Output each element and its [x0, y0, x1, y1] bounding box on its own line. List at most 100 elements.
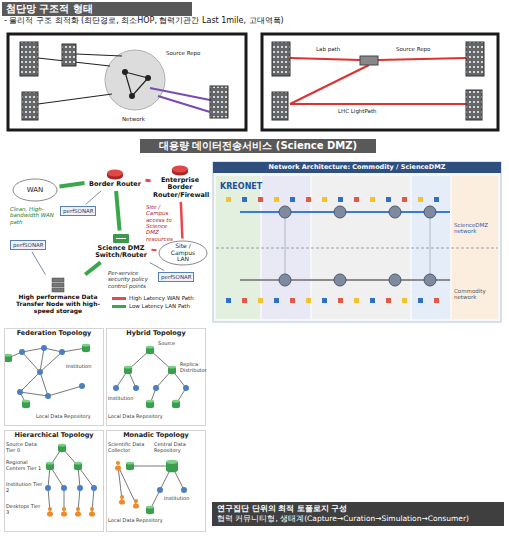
border-router: Border Router — [86, 168, 144, 189]
annotation-label: KREONET — [220, 182, 262, 191]
node-text: 첨단망 구조적 형태 — [6, 3, 188, 15]
drawn-ellipse — [126, 462, 134, 465]
node-text: 대용량 데이터전송서비스 (Science DMZ) — [144, 140, 372, 152]
network-link — [146, 179, 151, 182]
drawn-rect — [52, 278, 64, 282]
network-link — [181, 202, 183, 239]
drawn-rect — [466, 90, 482, 120]
drawn-ellipse — [133, 503, 139, 508]
drawn-path — [20, 392, 48, 396]
drawn-circle — [183, 385, 189, 391]
drawn-ellipse — [146, 506, 154, 509]
drawn-rect — [306, 197, 311, 202]
drawn-rect — [226, 197, 231, 202]
drawn-ellipse — [159, 241, 207, 265]
drawn-rect — [370, 197, 375, 202]
drawn-rect — [402, 197, 407, 202]
drawn-path — [150, 88, 210, 112]
drawn-rect — [213, 162, 501, 322]
drawn-ellipse — [22, 405, 30, 408]
section-header: 첨단망 구조적 형태 — [2, 2, 192, 16]
drawn-ellipse — [146, 405, 154, 408]
annotation-label: Central Data Repository — [154, 442, 202, 454]
drawn-rect — [306, 298, 311, 303]
annotation-label: Regional Centers Tier 1 — [6, 460, 44, 472]
drawn-ellipse — [146, 346, 154, 349]
drawn-rect — [434, 197, 439, 202]
drawn-circle — [116, 461, 120, 465]
drawn-rect — [274, 197, 279, 202]
legend-text: Low Latency LAN Path — [129, 303, 190, 309]
drawn-path — [20, 372, 40, 392]
drawn-circle — [19, 349, 25, 355]
node-text: High performance Data Transfer Node with… — [11, 294, 105, 315]
node-text: perfSONAR — [63, 208, 93, 214]
drawn-path — [116, 238, 126, 239]
drawn-rect — [52, 283, 64, 287]
drawn-rect — [262, 34, 498, 130]
architecture-illustration — [213, 162, 501, 322]
legend-text: High Latency WAN Path — [129, 295, 194, 301]
annotation-label: - 물리적 구조 최적화 (최단경로, 최소HOP, 협력기관간 Last 1m… — [4, 16, 284, 25]
dmz-switch: Science DMZ Switch/Router — [92, 232, 150, 261]
network-link — [60, 183, 85, 187]
legend-line — [112, 297, 126, 300]
drawn-ellipse — [168, 371, 176, 374]
drawn-circle — [334, 274, 346, 286]
drawn-ellipse — [146, 400, 154, 403]
drawn-rect — [113, 234, 129, 243]
drawn-ellipse — [126, 467, 134, 470]
drawn-circle — [389, 206, 401, 218]
drawn-circle — [153, 385, 159, 391]
drawn-rect — [418, 298, 423, 303]
drawn-rect — [338, 298, 343, 303]
drawn-path — [118, 466, 136, 504]
drawn-rect — [354, 298, 359, 303]
drawn-circle — [45, 485, 51, 491]
drawn-path — [38, 54, 148, 104]
drawn-circle — [134, 499, 138, 503]
annotation-label: Commodity network — [454, 288, 498, 301]
drawn-circle — [145, 75, 151, 81]
drawn-rect — [360, 56, 378, 65]
drawn-rect — [272, 42, 290, 76]
legend-line — [112, 305, 126, 308]
drawn-rect — [338, 197, 343, 202]
annotation-label: Local Data Repository — [108, 518, 204, 524]
drawn-ellipse — [119, 499, 125, 504]
annotation-label: Network — [122, 116, 145, 122]
campus-lan-cloud: Site / Campus LAN — [158, 240, 208, 266]
drawn-rect — [386, 197, 391, 202]
drawn-path — [22, 352, 40, 372]
drawn-rect — [258, 298, 263, 303]
node-text: Hybrid Topology — [107, 330, 205, 337]
drawn-ellipse — [172, 405, 180, 408]
annotation-label: Source Data Tier 0 — [6, 442, 44, 454]
node-text: Science DMZ Switch/Router — [93, 245, 149, 260]
drawn-rect — [22, 92, 38, 120]
drawn-path — [285, 212, 430, 280]
annotation-label: Institution Tier 2 — [6, 482, 44, 494]
node-text: perfSONAR — [13, 242, 43, 248]
drawn-circle — [424, 274, 436, 286]
annotation-label: Source Repo — [166, 50, 200, 56]
drawn-rect — [354, 197, 359, 202]
drawn-rect — [402, 298, 407, 303]
network-photo-right — [262, 34, 498, 130]
drawn-circle — [91, 485, 97, 491]
perfsonar-box: perfSONAR — [60, 206, 96, 216]
drawn-ellipse — [107, 170, 123, 177]
drawn-rect — [242, 197, 247, 202]
drawn-ellipse — [46, 467, 54, 470]
drawn-ellipse — [124, 371, 132, 374]
drawn-rect — [272, 92, 288, 120]
drawn-ellipse — [82, 344, 90, 347]
node-text: Enterprise Border Router/Firewall — [153, 177, 207, 199]
drawn-rect — [290, 298, 295, 303]
annotation-label: LHC LightPath — [338, 108, 377, 114]
drawn-ellipse — [58, 444, 66, 447]
drawn-circle — [48, 507, 52, 511]
drawn-circle — [424, 206, 436, 218]
